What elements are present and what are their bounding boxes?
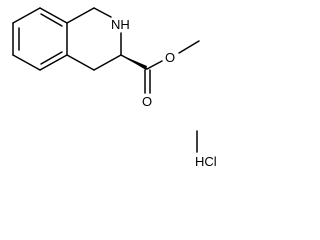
bond-benzene-3 <box>39 54 68 71</box>
bond-aromatic-inner-2 <box>40 51 63 65</box>
bond-c4-c4a <box>66 54 95 71</box>
bond-c3-carbonyl <box>120 54 148 70</box>
bond-aromatic-inner-1 <box>40 13 63 27</box>
chemical-structure: NH O O HCl <box>12 7 217 169</box>
atom-label-o-carbonyl: O <box>142 94 152 109</box>
bond-o-methyl <box>178 40 200 54</box>
bond-c3-c4 <box>93 54 122 71</box>
atom-label-nh: NH <box>111 17 130 32</box>
bond-c1-n <box>93 7 112 18</box>
bond-benzene-6 <box>12 7 41 24</box>
bond-benzene-4 <box>12 54 41 71</box>
bond-c8a-c1 <box>66 7 95 24</box>
atom-label-o-ester: O <box>165 50 175 65</box>
atom-label-hcl: HCl <box>195 154 217 169</box>
bond-benzene-1 <box>39 7 68 24</box>
bond-carbonyl-o-ester <box>146 60 163 70</box>
